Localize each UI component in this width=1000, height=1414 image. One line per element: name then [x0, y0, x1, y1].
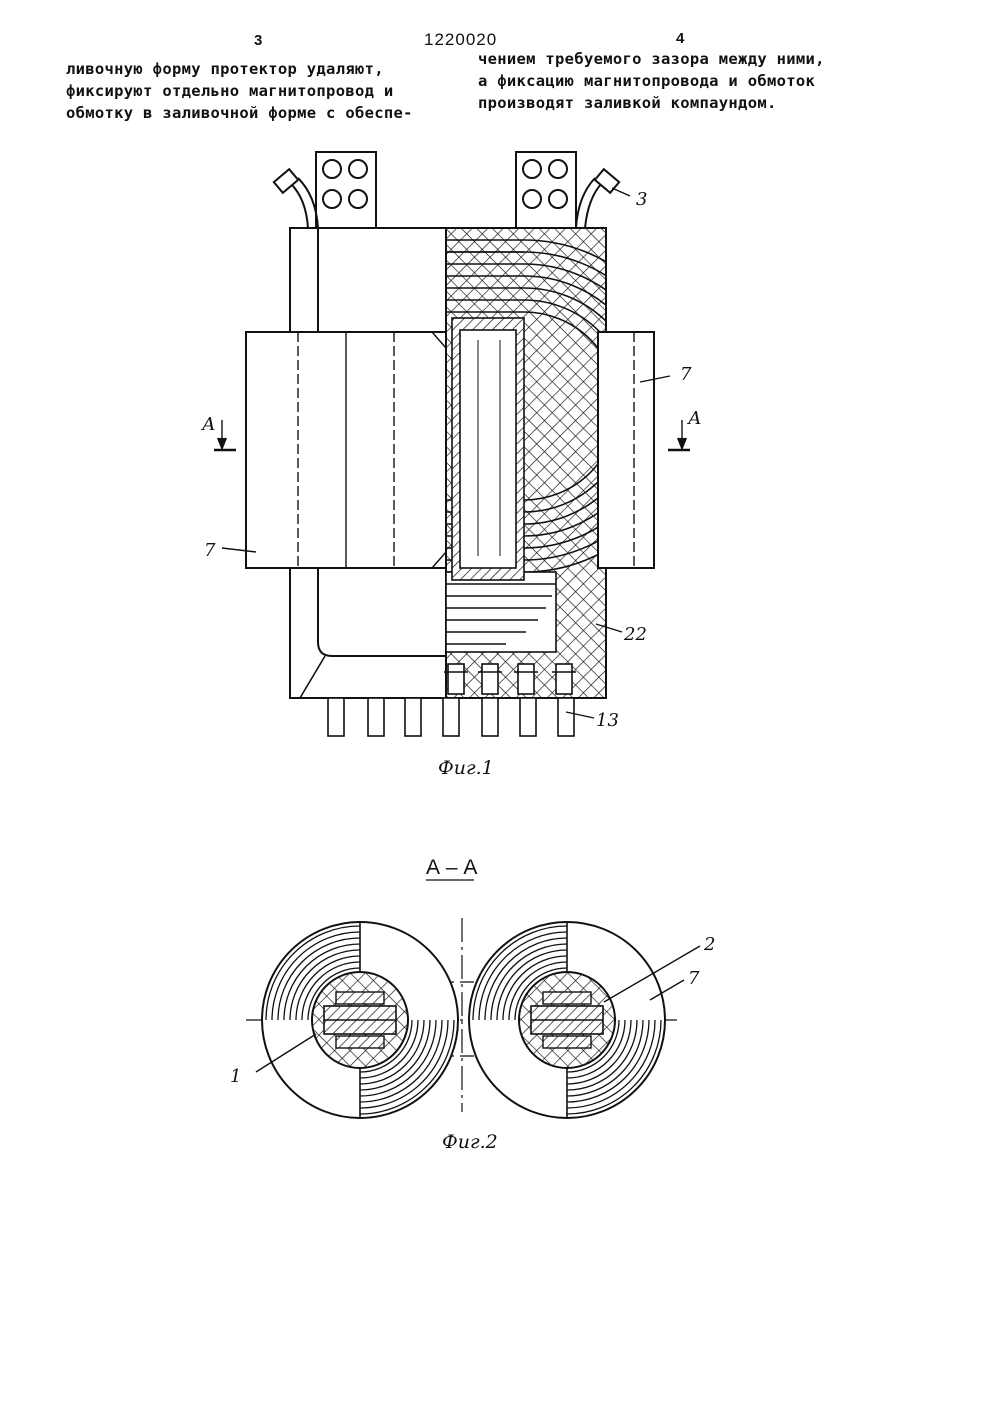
coil-bottom-bars [446, 572, 556, 652]
figure-2 [246, 918, 700, 1118]
label-7-left: 7 [204, 540, 216, 561]
terminal-block-right [516, 152, 576, 228]
fill-pipe-right [576, 169, 619, 228]
protector-right-7 [598, 332, 654, 568]
section-marker-right: А [686, 408, 702, 429]
label-1: 1 [230, 1066, 241, 1087]
label-3: 3 [636, 189, 647, 210]
section-title: А – А [426, 856, 477, 879]
section-marker-left: А [200, 414, 216, 435]
label-7-right: 7 [680, 364, 692, 385]
section-right-winding [469, 922, 700, 1118]
label-2: 2 [703, 934, 715, 955]
label-22: 22 [623, 624, 647, 645]
label-7: 7 [688, 968, 700, 989]
section-left-winding [256, 922, 458, 1118]
terminal-block-left [316, 152, 376, 228]
core-window [460, 330, 516, 568]
figure-2-caption: Фиг.2 [442, 1131, 498, 1153]
label-13: 13 [596, 710, 619, 731]
figure-1-caption: Фиг.1 [438, 757, 494, 779]
figure-1 [214, 152, 690, 736]
fill-pipe-left [274, 169, 318, 228]
